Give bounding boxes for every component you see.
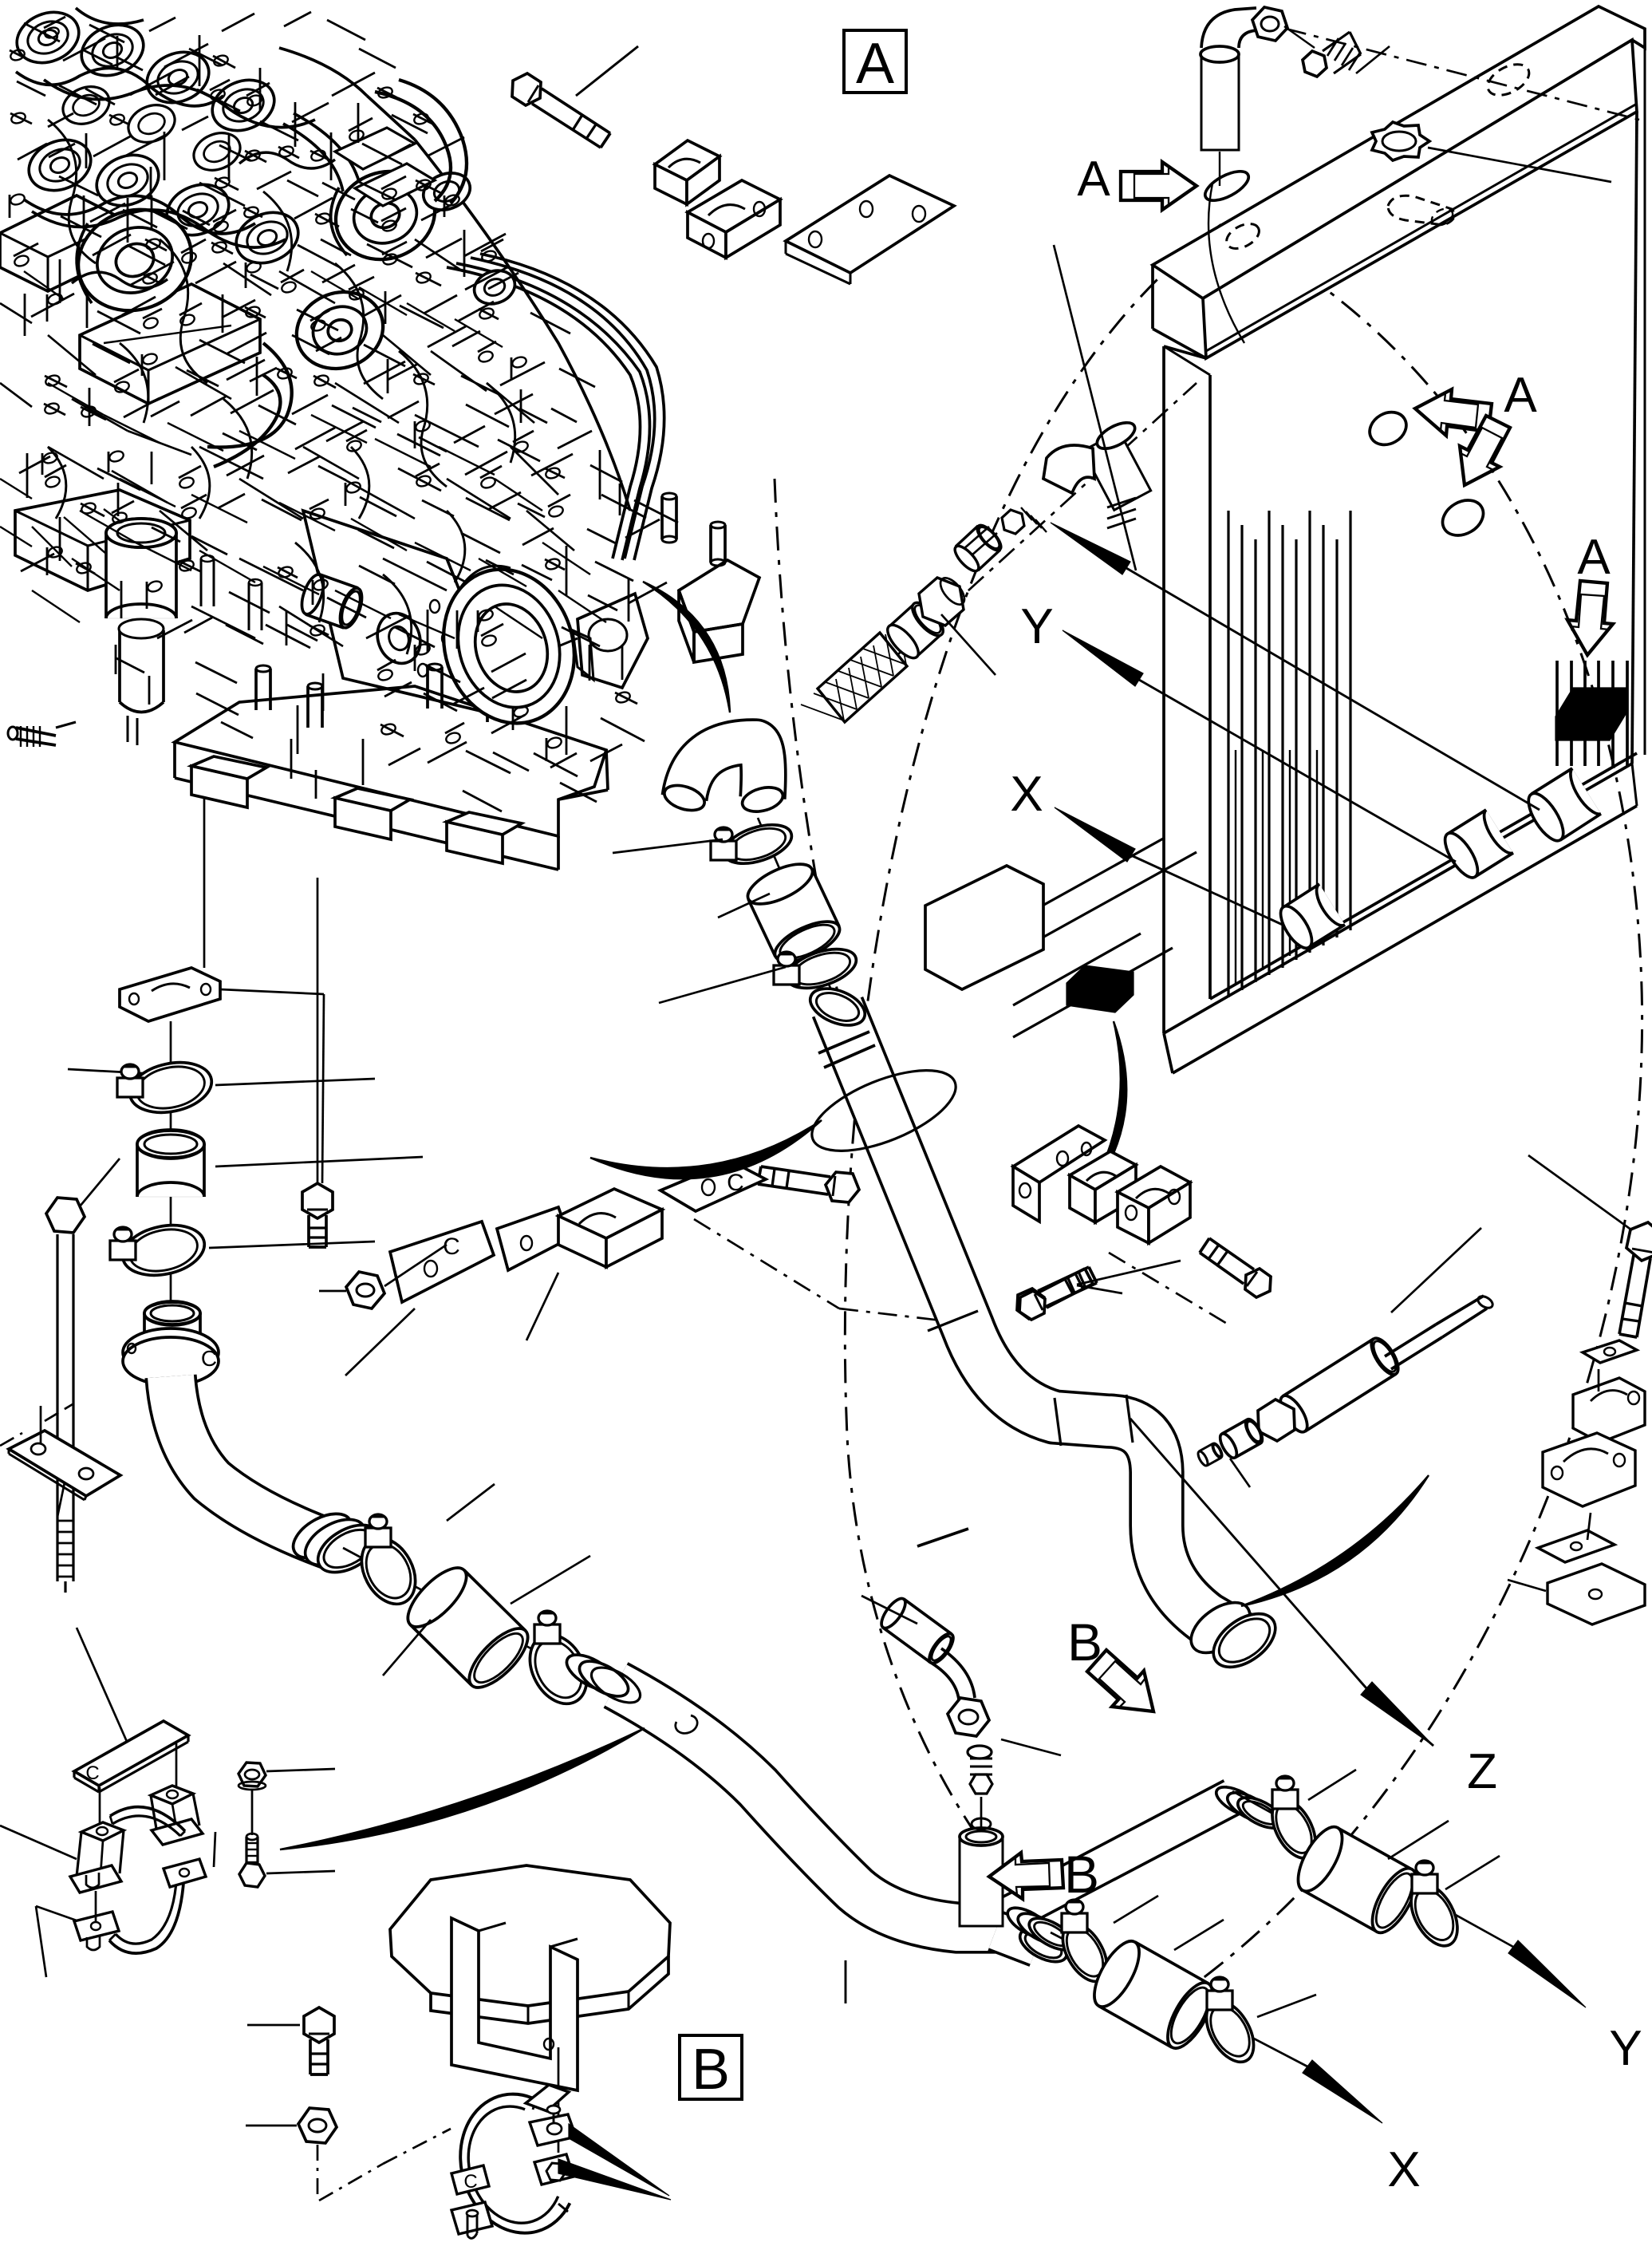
svg-text:Y: Y [1020,599,1053,654]
svg-text:X: X [1387,2142,1420,2197]
svg-text:Y: Y [1609,2021,1642,2076]
svg-text:B: B [1064,1845,1099,1904]
svg-text:C: C [201,1346,217,1371]
svg-text:B: B [692,2038,730,2102]
svg-text:A: A [1577,530,1611,585]
svg-text:Z: Z [1467,1744,1497,1799]
svg-text:X: X [1010,767,1043,822]
svg-text:C: C [85,1762,99,1784]
svg-text:A: A [1504,368,1537,423]
svg-text:C: C [463,2171,477,2193]
svg-text:C: C [443,1234,460,1260]
svg-text:A: A [856,32,894,96]
svg-text:A: A [1077,152,1110,207]
svg-text:C: C [727,1170,744,1196]
